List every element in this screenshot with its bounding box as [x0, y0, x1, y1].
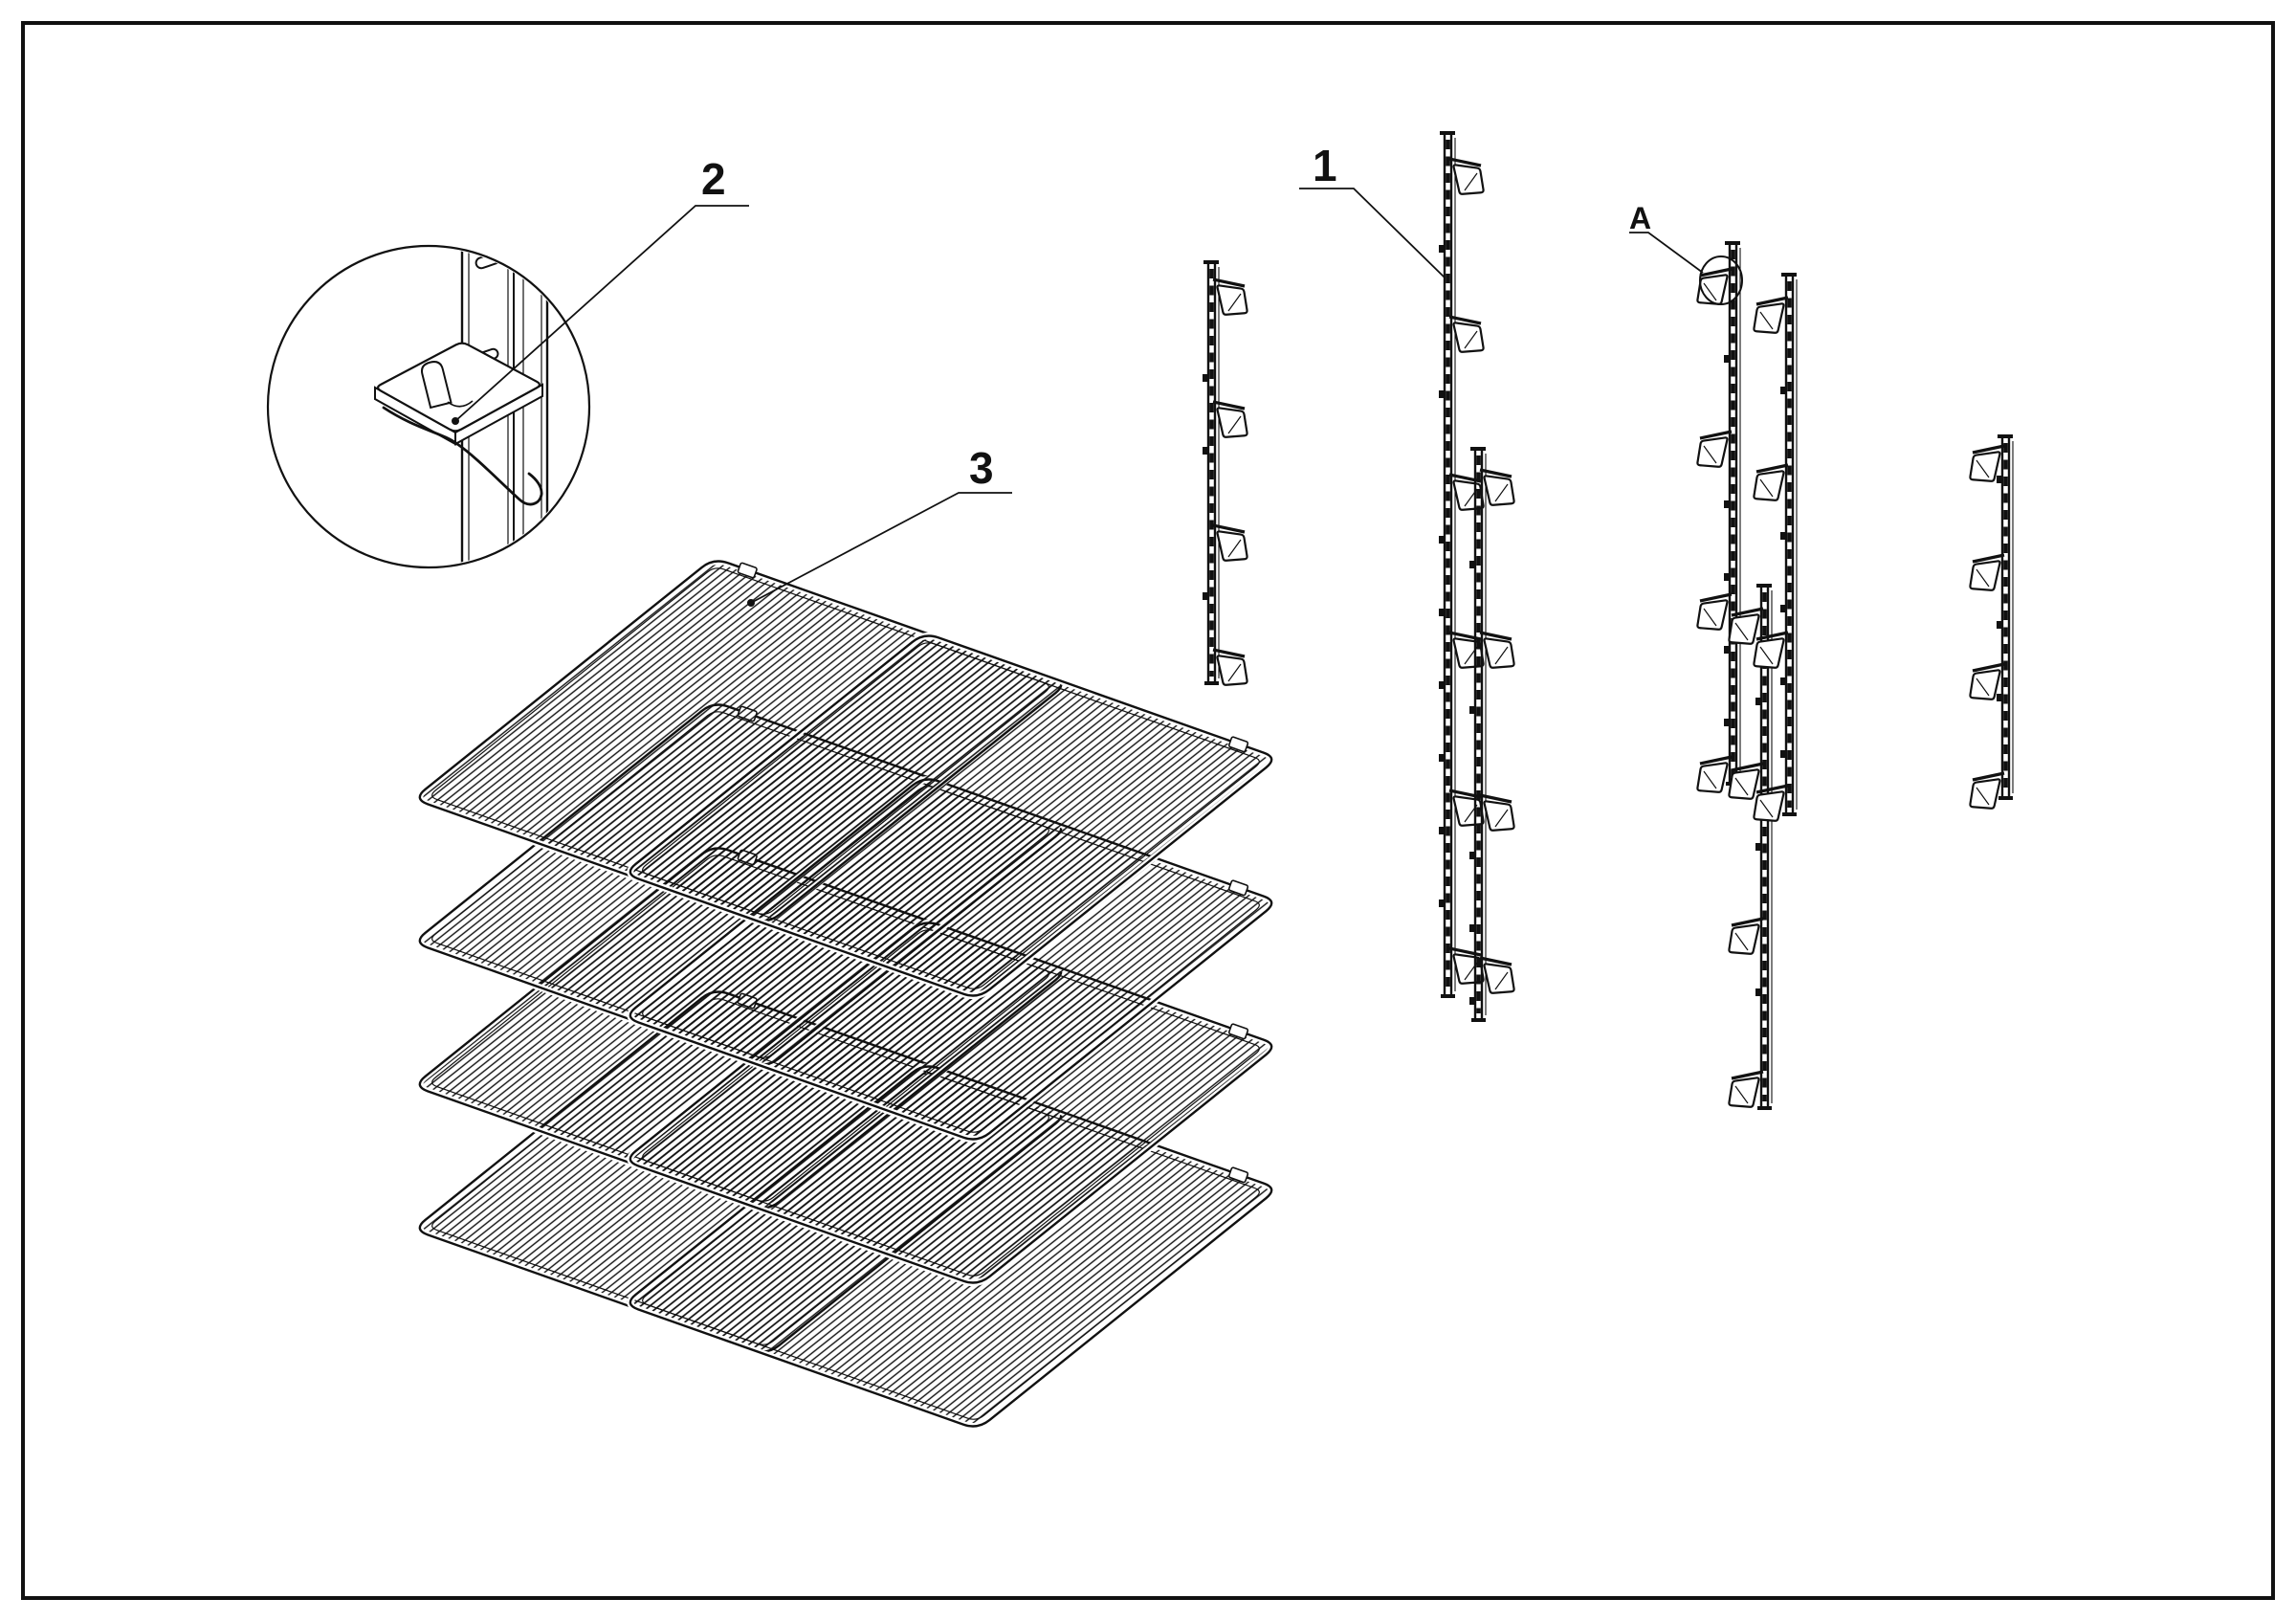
rail-top-cap [1440, 131, 1455, 135]
shelf-hook-bracket [1753, 463, 1789, 501]
shelf-hook-bracket [1212, 400, 1248, 438]
rail-tick [1439, 899, 1445, 907]
shelf-hook-bracket [1479, 793, 1515, 832]
support-rail [1753, 273, 1798, 822]
rail-top-cap [1470, 447, 1486, 451]
shelf-hook-bracket [1728, 1070, 1764, 1108]
leader-part-2 [454, 205, 749, 422]
rail-tick [1469, 561, 1475, 568]
support-rail [1728, 584, 1773, 1110]
shelf-hook-bracket [1728, 762, 1764, 800]
rail-top-cap [1756, 584, 1772, 588]
leader-part-1 [1299, 188, 1446, 278]
shelf-hook-bracket [1479, 956, 1515, 994]
rail-top-cap [1203, 260, 1219, 264]
shelf-edge-notch [1227, 1023, 1249, 1040]
shelf-edge-notch [1227, 736, 1249, 753]
support-rail [1203, 260, 1248, 686]
shelf-hook-bracket [1448, 315, 1485, 353]
detail-circle-outline [266, 244, 591, 569]
part-label-2: 2 [701, 154, 726, 204]
shelf-hook-bracket [1969, 444, 2005, 482]
rail-tick [1439, 681, 1445, 689]
shelf-hook-bracket [1479, 468, 1515, 506]
rail-tick [1724, 500, 1730, 508]
shelf-edge-notch [737, 562, 758, 579]
rail-tick [1203, 592, 1208, 600]
bracket-wire-hook [382, 406, 543, 506]
shelf-hook-bracket [1969, 662, 2005, 700]
bracket-plate [377, 342, 541, 433]
rail-tick [1439, 609, 1445, 616]
rail-top-cap [1998, 434, 2013, 438]
leader-part-3-dot [747, 599, 755, 607]
shelf-hook-bracket [1696, 430, 1733, 468]
rail-tick [1469, 852, 1475, 859]
shelf-hook-bracket [1696, 755, 1733, 793]
leader-detail-a [1629, 232, 1704, 274]
part-label-1: 1 [1313, 141, 1337, 190]
rail-tick [1203, 374, 1208, 382]
rail-top-cap [1725, 241, 1740, 245]
rail-tick [1780, 532, 1786, 540]
shelf-hook-bracket [1448, 157, 1485, 195]
shelf-hook-bracket [1212, 278, 1248, 316]
shelf-hook-bracket [1753, 631, 1789, 669]
shelf-hook-bracket [1696, 267, 1733, 305]
shelf-edge-notch [1227, 879, 1249, 897]
rail-tick [1755, 988, 1761, 996]
shelf-hook-bracket [1969, 553, 2005, 591]
detail-marker-a [1699, 255, 1743, 305]
rail-tick [1724, 719, 1730, 726]
figure-border [21, 21, 2275, 1600]
rail-tick [1997, 694, 2002, 701]
detail-label-a: A [1629, 201, 1652, 235]
rail-tick [1439, 536, 1445, 544]
rail-tick [1997, 476, 2002, 483]
shelf-hook-bracket [1753, 784, 1789, 822]
rail-tick [1724, 646, 1730, 654]
rail-tick [1997, 621, 2002, 629]
rail-tick [1439, 390, 1445, 398]
shelf-hook-bracket [1212, 523, 1248, 562]
shelf-hook-bracket [1728, 917, 1764, 955]
rail-tick [1469, 706, 1475, 714]
bracket-tab [421, 361, 453, 410]
rail-top-cap [1781, 273, 1797, 277]
part-label-3: 3 [969, 443, 994, 493]
shelf-hook-bracket [1969, 771, 2005, 810]
rail-tick [1755, 698, 1761, 705]
support-rail [1469, 447, 1515, 1022]
rail-tick [1439, 827, 1445, 834]
rail-tick [1203, 447, 1208, 455]
detail-circle-2 [266, 244, 591, 569]
rail-tick [1780, 750, 1786, 758]
rail-tick [1439, 754, 1445, 762]
shelf-hook-bracket [1753, 296, 1789, 334]
wire-shelf-layer [416, 557, 1275, 1000]
rail-tick [1469, 924, 1475, 932]
shelf-hook-bracket [1479, 631, 1515, 669]
shelf-hook-bracket [1212, 648, 1248, 686]
rail-tick [1724, 355, 1730, 363]
shelf-hook-bracket [1696, 592, 1733, 631]
shelf-hook-bracket [1728, 607, 1764, 645]
rail-tick [1469, 997, 1475, 1005]
support-rail [1696, 241, 1741, 793]
shelf-edge-notch [1227, 1166, 1249, 1184]
rail-tick [1755, 843, 1761, 851]
rail-tick [1780, 387, 1786, 394]
rail-tick [1724, 573, 1730, 581]
leader-part-2-dot [452, 417, 459, 425]
rail-tick [1780, 605, 1786, 612]
rail-tick [1439, 245, 1445, 253]
wire-shelf-stack [416, 557, 1275, 1431]
rail-tick [1780, 677, 1786, 685]
leader-part-3 [750, 492, 1012, 604]
support-rail [1969, 434, 2014, 810]
